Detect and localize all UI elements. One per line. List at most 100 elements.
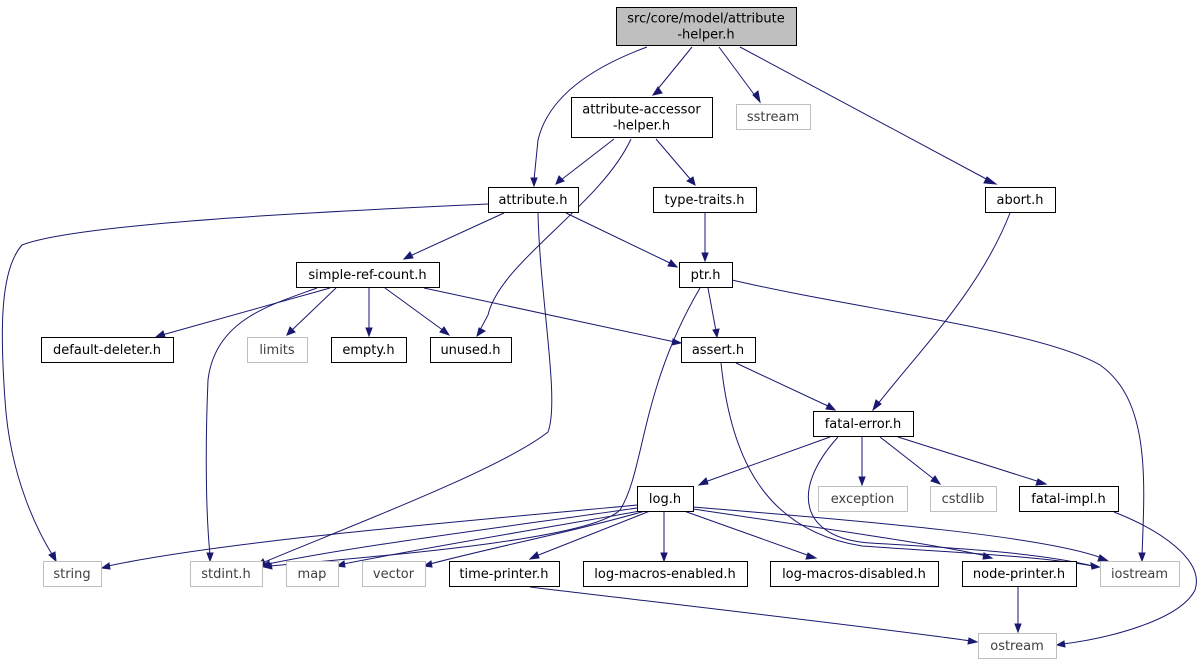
edge-line <box>704 436 831 483</box>
node-fatalimpl[interactable]: fatal-impl.h <box>1019 486 1119 512</box>
node-box <box>296 262 440 288</box>
edges-layer <box>1 46 1197 648</box>
edge-line <box>269 287 701 567</box>
node-label: vector <box>373 567 415 582</box>
edge-arrowhead <box>1055 640 1066 648</box>
edge-src-to-defdel <box>154 287 331 338</box>
edge-log-to-timeprinter <box>528 510 651 560</box>
edge-aah-to-attribute <box>555 138 615 185</box>
edge-line <box>1062 511 1197 645</box>
node-log[interactable]: log.h <box>637 486 694 512</box>
node-lme[interactable]: log-macros-enabled.h <box>583 561 748 587</box>
edge-arrowhead <box>528 551 540 560</box>
node-label: iostream <box>1111 567 1168 582</box>
nodes-layer: src/core/model/attribute-helper.h attribu… <box>41 7 1180 659</box>
edge-line <box>384 287 445 332</box>
edge-arrowhead <box>206 552 214 563</box>
edge-arrowhead <box>555 175 565 185</box>
node-defdel[interactable]: default-deleter.h <box>41 337 174 363</box>
edge-arrowhead <box>967 637 979 645</box>
edge-line <box>560 138 615 181</box>
node-box <box>43 561 102 587</box>
node-box <box>1100 561 1180 587</box>
edge-nodeprinter-to-ostream <box>1014 587 1022 634</box>
edge-line <box>107 504 638 567</box>
edge-arrowhead <box>983 176 998 185</box>
node-label: log-macros-disabled.h <box>782 567 926 582</box>
edge-arrowhead <box>858 476 866 487</box>
edge-ptr-to-assert <box>707 287 720 339</box>
edge-line <box>692 508 987 557</box>
edge-line <box>707 287 717 332</box>
node-label: sstream <box>747 110 799 125</box>
edge-attribute-to-src <box>402 212 505 260</box>
node-label: empty.h <box>342 343 394 358</box>
node-iostream: iostream <box>1100 561 1180 587</box>
node-root[interactable]: src/core/model/attribute-helper.h <box>616 7 797 46</box>
node-box <box>1019 486 1119 512</box>
edge-attribute-to-string <box>1 203 489 563</box>
node-unused[interactable]: unused.h <box>430 337 512 363</box>
node-label: simple-ref-count.h <box>308 268 426 283</box>
node-src[interactable]: simple-ref-count.h <box>296 262 440 288</box>
node-assert[interactable]: assert.h <box>681 337 756 363</box>
node-box <box>637 486 694 512</box>
edge-arrowhead <box>1014 623 1022 634</box>
edge-line <box>731 279 1145 556</box>
node-empty[interactable]: empty.h <box>331 337 407 363</box>
node-label: src/core/model/attribute <box>627 12 784 27</box>
node-ptr[interactable]: ptr.h <box>679 262 733 288</box>
node-timeprinter[interactable]: time-printer.h <box>449 561 560 587</box>
edge-arrowhead <box>701 252 709 263</box>
edge-assert-to-fatalerror <box>735 362 837 411</box>
node-label: fatal-error.h <box>825 417 902 432</box>
edge-line <box>535 510 651 557</box>
node-box <box>770 561 939 587</box>
edge-line <box>261 212 553 564</box>
edge-fatalerror-to-iostream <box>807 436 1101 570</box>
edge-assert-to-iostream <box>720 362 1101 570</box>
edge-typetraits-to-ptr <box>701 213 709 263</box>
node-box <box>978 633 1057 659</box>
node-box <box>331 337 407 363</box>
edge-line <box>879 436 936 481</box>
edge-root-to-attribute <box>530 46 648 188</box>
edge-log-to-lme <box>660 511 668 563</box>
edge-line <box>342 510 641 565</box>
edge-arrowhead <box>805 552 818 560</box>
node-label: log.h <box>649 492 681 507</box>
edge-line <box>683 510 811 557</box>
edge-arrowhead <box>1035 478 1048 486</box>
node-attribute[interactable]: attribute.h <box>488 187 579 213</box>
edge-line <box>429 510 646 565</box>
edge-src-to-stdint <box>205 287 318 563</box>
node-box <box>930 486 997 512</box>
node-aah[interactable]: attribute-accessor-helper.h <box>571 97 713 138</box>
node-box <box>286 561 339 587</box>
node-fatalerror[interactable]: fatal-error.h <box>813 411 914 437</box>
edge-aah-to-typetraits <box>655 138 696 186</box>
edge-log-to-lmd <box>683 510 818 560</box>
node-box <box>616 7 797 46</box>
node-lmd[interactable]: log-macros-disabled.h <box>770 561 939 587</box>
node-nodeprinter[interactable]: node-printer.h <box>962 561 1077 587</box>
node-typetraits[interactable]: type-traits.h <box>653 187 757 213</box>
edge-arrowhead <box>154 330 166 338</box>
node-box <box>681 337 756 363</box>
node-label: log-macros-enabled.h <box>594 567 735 582</box>
edge-root-to-abort <box>739 46 998 185</box>
node-label: ostream <box>990 639 1044 654</box>
node-label: attribute-accessor <box>582 103 701 118</box>
node-label: exception <box>831 492 895 507</box>
edge-log-to-string <box>100 504 638 570</box>
node-label: stdint.h <box>201 567 250 582</box>
edge-line <box>479 138 632 331</box>
edge-arrowhead <box>697 477 709 486</box>
node-box <box>736 104 811 130</box>
edge-fatalerror-to-log <box>697 436 831 486</box>
edge-arrowhead <box>1138 552 1146 563</box>
node-label: type-traits.h <box>665 193 745 208</box>
edge-root-to-aah <box>651 46 693 96</box>
node-abort[interactable]: abort.h <box>985 187 1056 213</box>
